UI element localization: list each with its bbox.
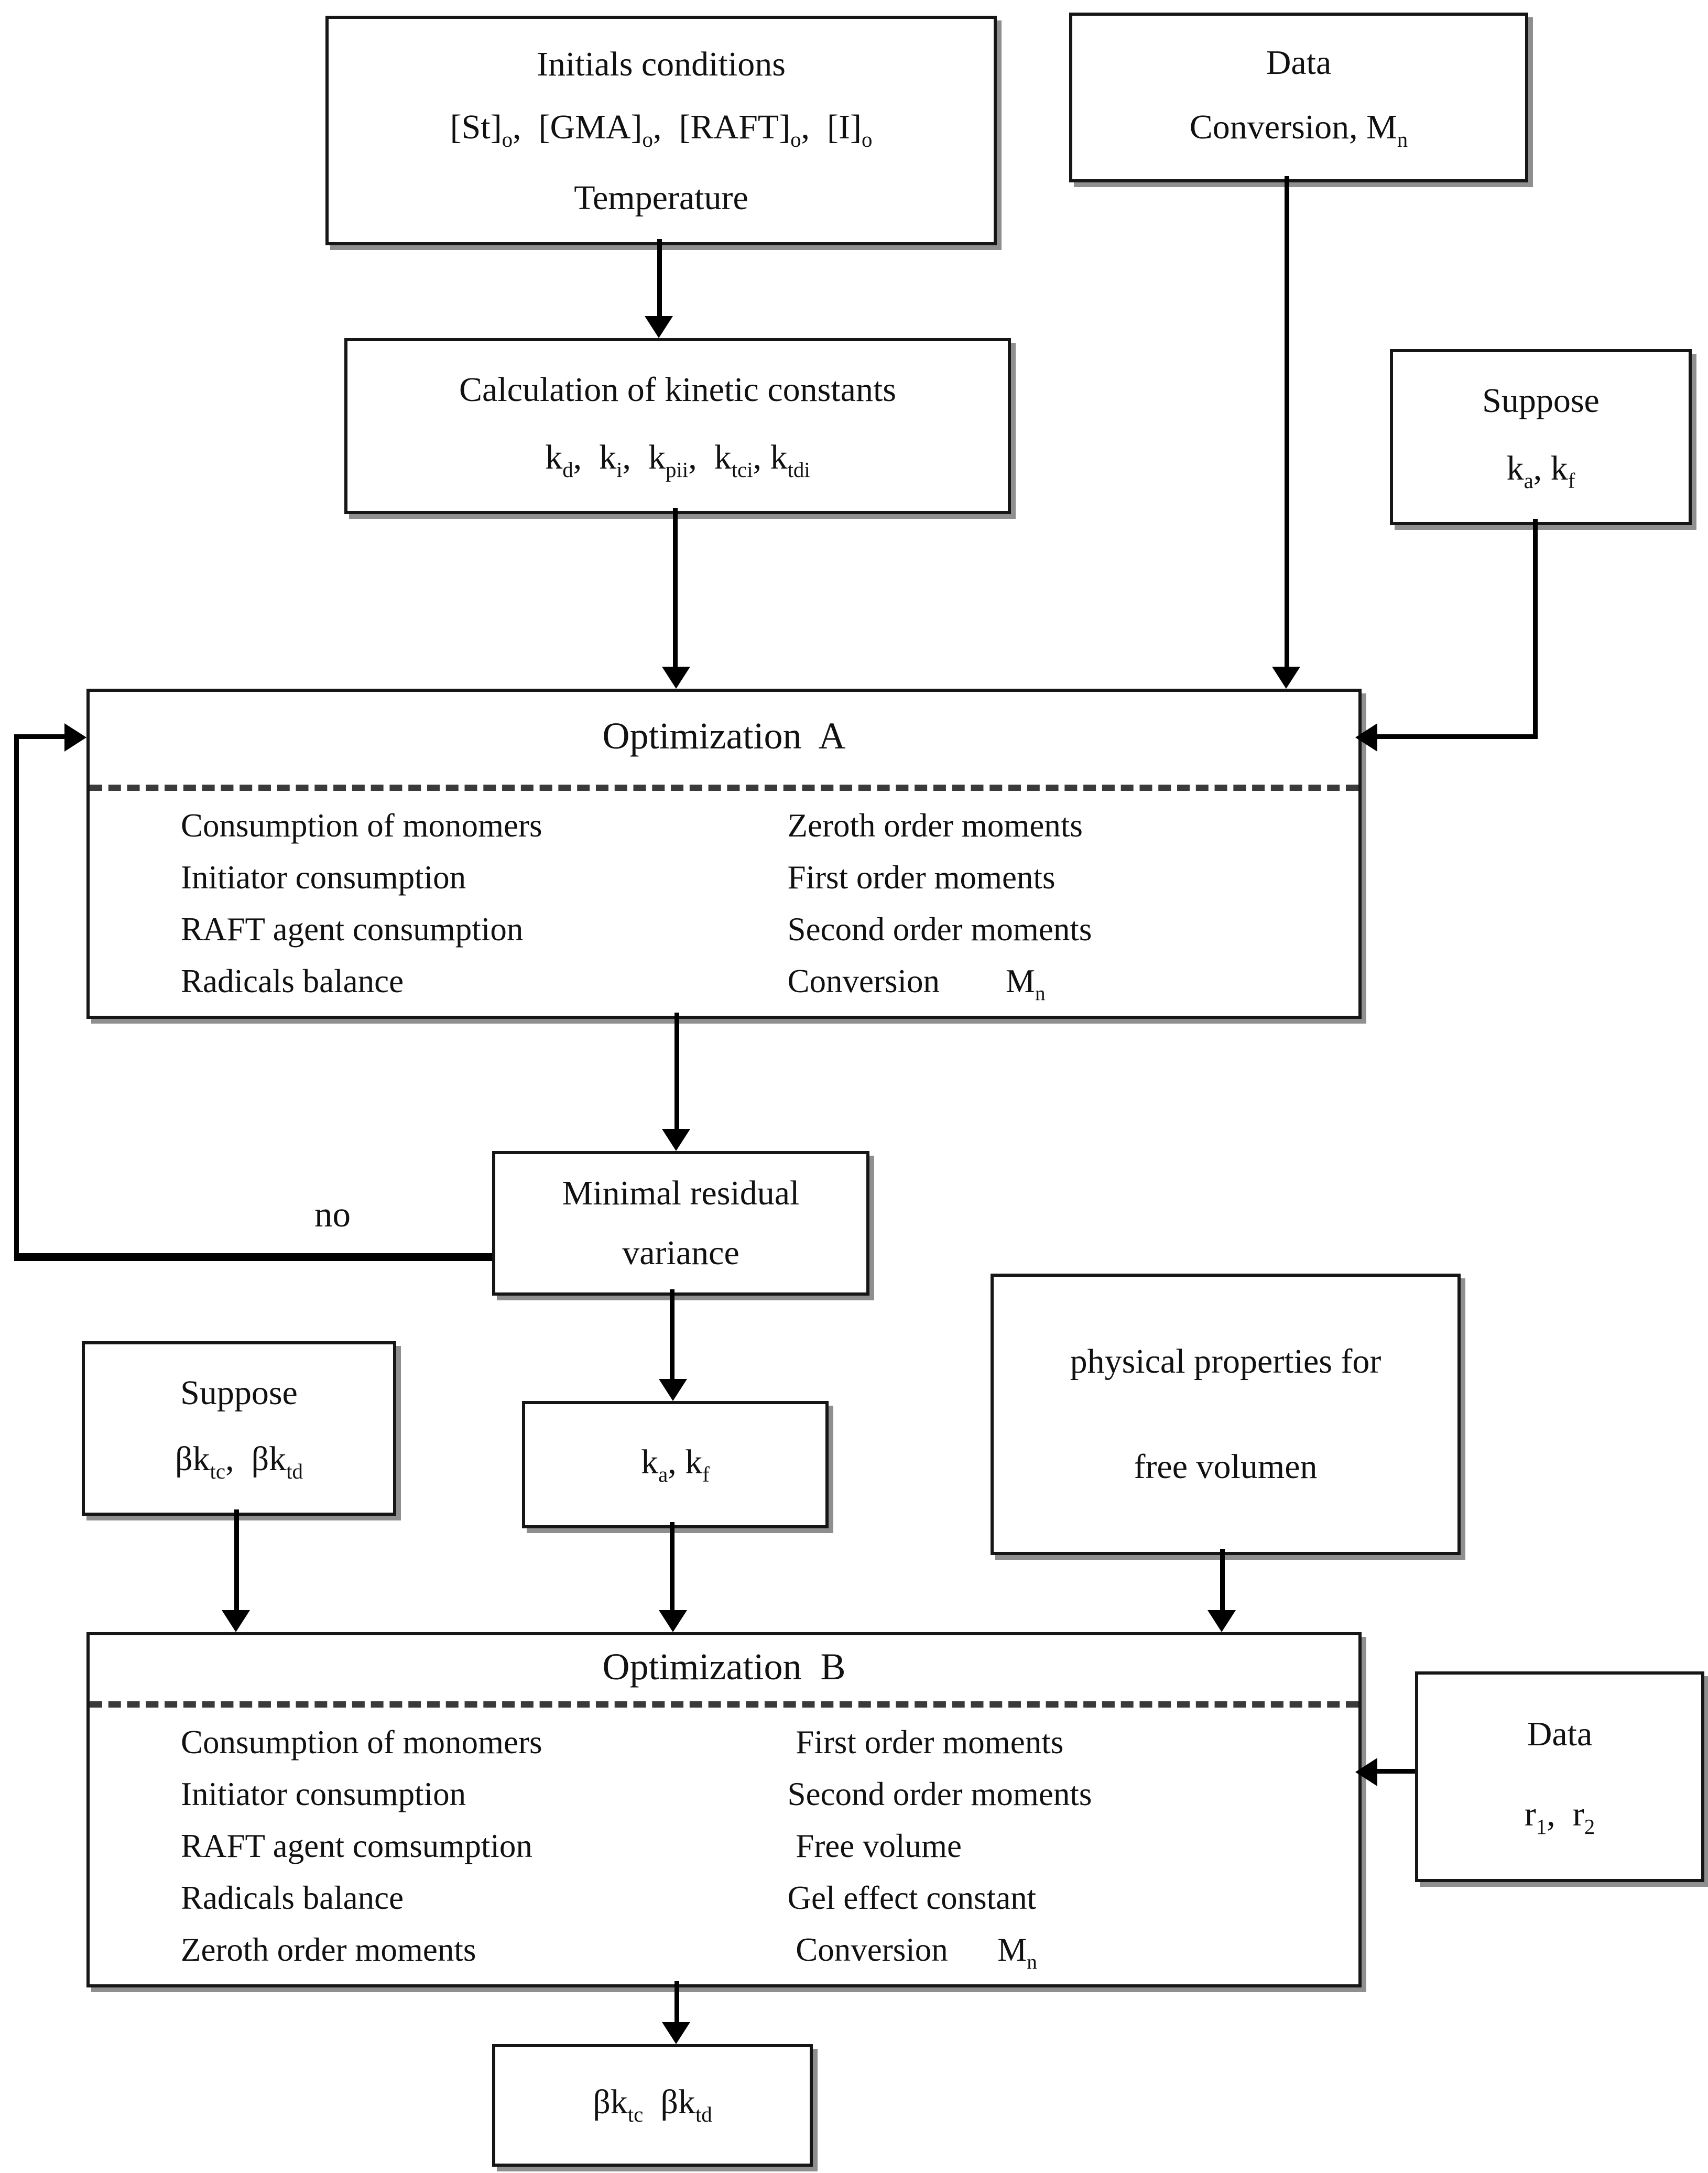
physical-properties-box: physical properties for free volumen <box>991 1274 1461 1555</box>
arrow-data-to-opta-head <box>1272 667 1300 689</box>
optimization-b-items: Consumption of monomers First order mome… <box>90 1708 1358 1988</box>
feedback-no-bottom-line <box>14 1253 492 1261</box>
suppose-a-constants: ka, kf <box>1506 448 1575 493</box>
bktc-bktd-output-box: βktc βktd <box>492 2044 813 2167</box>
opt-b-item: Zeroth order moments <box>181 1931 476 1969</box>
arrow-supposea-vertical-line <box>1532 519 1537 739</box>
kinetic-constants-title: Calculation of kinetic constants <box>459 369 896 409</box>
initial-conditions-title: Initials conditions <box>537 43 786 83</box>
arrow-data-to-opta-line <box>1283 176 1289 667</box>
minimal-residual-line2: variance <box>622 1233 739 1273</box>
feedback-no-vertical-line <box>14 736 19 1258</box>
opt-b-item: RAFT agent comsumption <box>181 1827 532 1865</box>
opt-a-item: Radicals balance <box>181 962 404 1000</box>
no-branch-label: no <box>314 1195 351 1234</box>
data-label: Data <box>1266 41 1332 81</box>
data-r-label: Data <box>1527 1714 1593 1754</box>
opt-a-item: Conversion Mn <box>787 962 1046 1005</box>
physical-properties-line2: free volumen <box>1134 1447 1318 1486</box>
arrow-supposeb-to-optb-line <box>233 1509 238 1610</box>
arrow-optb-to-output-head <box>662 2022 690 2044</box>
arrow-opta-to-minimal-head <box>662 1129 690 1151</box>
arrow-physical-to-optb-line <box>1219 1549 1224 1610</box>
arrow-kakf-to-optb-head <box>658 1610 687 1632</box>
opt-b-item: Consumption of monomers <box>181 1723 542 1761</box>
arrow-kakf-to-optb-line <box>670 1522 675 1610</box>
opt-b-item: Free volume <box>787 1827 962 1865</box>
suppose-ka-kf-box: Suppose ka, kf <box>1390 349 1692 525</box>
feedback-no-top-line <box>14 734 64 739</box>
ka-kf-result-box: ka, kf <box>522 1401 829 1528</box>
opt-b-item: Gel effect constant <box>787 1879 1037 1917</box>
optimization-b-box: Optimization B Consumption of monomers F… <box>86 1632 1362 1987</box>
opt-a-item: RAFT agent consumption <box>181 910 524 948</box>
optimization-a-box: Optimization A Consumption of monomers Z… <box>86 689 1362 1019</box>
arrow-calc-to-opta-head <box>661 667 690 689</box>
arrow-supposeb-to-optb-head <box>222 1610 250 1632</box>
opt-a-item: Consumption of monomers <box>181 807 542 844</box>
arrow-minimal-to-kakf-head <box>658 1379 687 1401</box>
kinetic-constants-box: Calculation of kinetic constants kd, ki,… <box>344 338 1011 514</box>
data-r-values: r1, r2 <box>1524 1794 1595 1839</box>
kinetic-constants-list: kd, ki, kpii, ktci, ktdi <box>545 437 810 482</box>
suppose-b-constants: βktc, βktd <box>175 1439 303 1484</box>
opt-b-item: Initiator consumption <box>181 1775 466 1813</box>
physical-properties-line1: physical properties for <box>1070 1342 1381 1382</box>
opt-b-item: First order moments <box>787 1723 1064 1761</box>
opt-a-item: First order moments <box>787 859 1056 896</box>
initial-conditions-box: Initials conditions [St]o, [GMA]o, [RAFT… <box>325 16 997 245</box>
arrow-datar-horizontal-line <box>1377 1769 1415 1774</box>
arrow-supposea-horizontal-line <box>1377 734 1536 739</box>
optimization-a-title: Optimization A <box>90 692 1358 791</box>
arrow-calc-to-opta-line <box>673 508 678 667</box>
optimization-a-items: Consumption of monomers Zeroth order mom… <box>90 791 1358 1019</box>
arrow-opta-to-minimal-line <box>673 1013 679 1129</box>
opt-b-item: Radicals balance <box>181 1879 404 1917</box>
feedback-no-to-opta-head <box>64 722 86 751</box>
bktc-bktd-output-text: βktc βktd <box>593 2082 712 2127</box>
opt-a-item: Initiator consumption <box>181 859 466 896</box>
suppose-bktc-bktd-box: Suppose βktc, βktd <box>82 1341 396 1516</box>
suppose-a-label: Suppose <box>1482 380 1600 420</box>
arrow-supposea-to-opta-head <box>1355 722 1377 751</box>
arrow-initials-to-calc-head <box>645 316 673 338</box>
suppose-b-label: Suppose <box>180 1372 298 1411</box>
data-r1-r2-box: Data r1, r2 <box>1415 1671 1704 1882</box>
opt-a-item: Zeroth order moments <box>787 807 1083 844</box>
optimization-b-title: Optimization B <box>90 1635 1358 1708</box>
arrow-minimal-to-kakf-line <box>670 1289 675 1379</box>
minimal-residual-variance-box: Minimal residual variance <box>492 1151 869 1296</box>
arrow-physical-to-optb-head <box>1207 1610 1236 1632</box>
opt-b-item: Second order moments <box>787 1775 1092 1813</box>
data-conversion-box: Data Conversion, Mn <box>1069 13 1528 182</box>
ka-kf-result-text: ka, kf <box>641 1441 710 1487</box>
arrow-optb-to-output-line <box>673 1981 679 2022</box>
temperature-text: Temperature <box>574 178 748 218</box>
arrow-datar-to-optb-head <box>1355 1757 1377 1786</box>
arrow-initials-to-calc-line <box>656 239 661 316</box>
minimal-residual-line1: Minimal residual <box>562 1174 800 1213</box>
opt-b-item: Conversion Mn <box>787 1931 1037 1974</box>
opt-a-item: Second order moments <box>787 910 1092 948</box>
initial-concentrations-text: [St]o, [GMA]o, [RAFT]o, [I]o <box>450 107 873 153</box>
conversion-mn-text: Conversion, Mn <box>1189 107 1408 153</box>
